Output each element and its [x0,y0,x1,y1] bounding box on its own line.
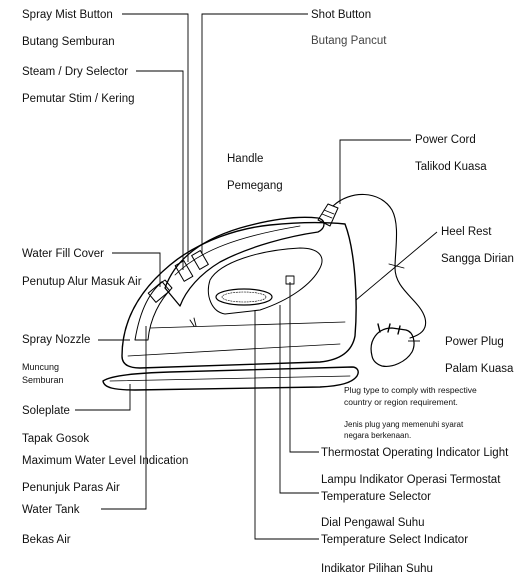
cord-boot-shape [317,203,339,227]
label-penunjuk-paras: Penunjuk Paras Air [22,482,120,494]
label-handle: Handle [227,153,264,165]
label-lampu-indikator: Lampu Indikator Operasi Termostat [321,474,501,486]
label-shot-button: Shot Button [311,9,372,21]
label-pemutar-stim: Pemutar Stim / Kering [22,93,135,105]
temperature-dial-shape [215,288,273,306]
leader-temp-indicator [254,310,319,540]
leader-spray-mist [122,13,189,262]
label-sangga-dirian: Sangga Dirian [441,253,514,265]
leader-soleplate [75,384,131,411]
label-muncung: Muncung [22,362,60,372]
label-thermostat-light: Thermostat Operating Indicator Light [321,447,509,459]
leader-power-cord [339,139,411,204]
label-butang-pancut: Butang Pancut [311,35,387,47]
label-temp-select-indicator: Temperature Select Indicator [321,534,469,546]
spray-button-shape [174,260,194,282]
label-spray-mist-button: Spray Mist Button [22,9,113,21]
label-semburan: Semburan [22,375,64,385]
leader-steam-dry [136,70,184,270]
label-dial-pengawal: Dial Pengawal Suhu [321,517,425,529]
power-plug-shape [370,327,415,367]
label-steam-dry-selector: Steam / Dry Selector [22,66,129,78]
label-power-plug: Power Plug [445,336,504,348]
iron-body-shape [121,221,357,369]
label-bekas-air: Bekas Air [22,534,71,546]
label-palam-kuasa: Palam Kuasa [445,363,514,375]
leader-lines [75,13,438,540]
label-water-fill-cover: Water Fill Cover [22,248,104,260]
leader-heel-rest [355,231,438,301]
iron-illustration [102,193,427,391]
water-tank-panel [207,247,323,315]
soleplate-shape [102,366,359,391]
shot-button-shape [191,250,209,270]
label-tapak-gosok: Tapak Gosok [22,433,90,445]
label-indikator-pilihan: Indikator Pilihan Suhu [321,563,433,575]
label-temperature-selector: Temperature Selector [321,491,431,503]
plug-note-ms-1: Jenis plug yang memenuhi syarat [344,420,464,429]
label-heel-rest: Heel Rest [441,226,492,238]
label-talikod-kuasa: Talikod Kuasa [415,161,487,173]
label-spray-nozzle: Spray Nozzle [22,334,91,346]
water-fill-cover-shape [147,281,171,303]
label-pemegang: Pemegang [227,180,283,192]
plug-note-en-2: country or region requirement. [344,397,458,407]
leader-temp-selector [279,305,319,494]
handle-shape [164,216,325,307]
leader-water-fill [112,252,161,287]
label-power-cord: Power Cord [415,134,476,146]
label-soleplate: Soleplate [22,405,70,417]
leader-max-level [101,326,147,510]
plug-note-en-1: Plug type to comply with respective [344,385,477,395]
plug-note-ms-2: negara berkenaan. [344,431,412,440]
label-water-tank: Water Tank [22,504,80,516]
label-butang-semburan: Butang Semburan [22,36,115,48]
leader-shot [201,13,308,254]
leader-light [289,282,319,453]
label-max-water-level: Maximum Water Level Indication [22,455,189,467]
label-penutup-alur: Penutup Alur Masuk Air [22,276,142,288]
power-cord-shape [332,193,427,339]
